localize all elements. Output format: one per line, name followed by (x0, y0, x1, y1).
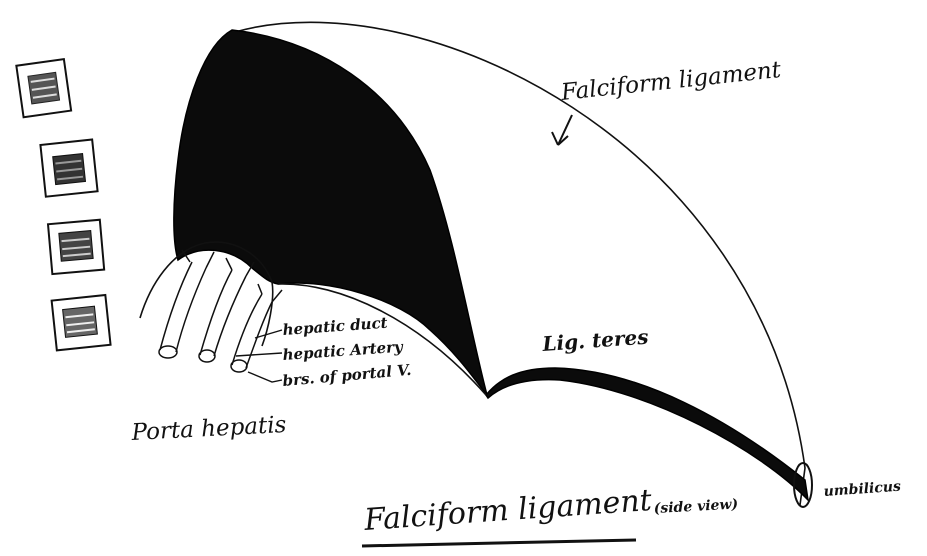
label-porta-hepatis: Porta hepatis (130, 412, 287, 446)
label-umbilicus: umbilicus (823, 479, 901, 500)
liver-dark-region (174, 30, 487, 395)
ligamentum-teres (486, 368, 808, 500)
scribble-box-1 (16, 59, 71, 117)
falciform-arrow (552, 115, 572, 145)
caption-title: Falciform ligament (362, 483, 654, 538)
label-hepatic-duct: hepatic duct (282, 314, 388, 339)
label-hepatic-artery: hepatic Artery (282, 338, 405, 364)
caption-subtitle: (side view) (653, 497, 738, 517)
scribble-box-2 (40, 140, 97, 197)
label-portal-vein: brs. of portal V. (282, 361, 412, 390)
label-lig-teres: Lig. teres (541, 325, 649, 356)
caption-underline (362, 540, 636, 546)
scribble-box-3 (48, 220, 104, 274)
label-falciform-ligament: Falciform ligament (559, 57, 783, 106)
label-leaders (236, 330, 282, 382)
scribble-box-4 (52, 295, 111, 350)
